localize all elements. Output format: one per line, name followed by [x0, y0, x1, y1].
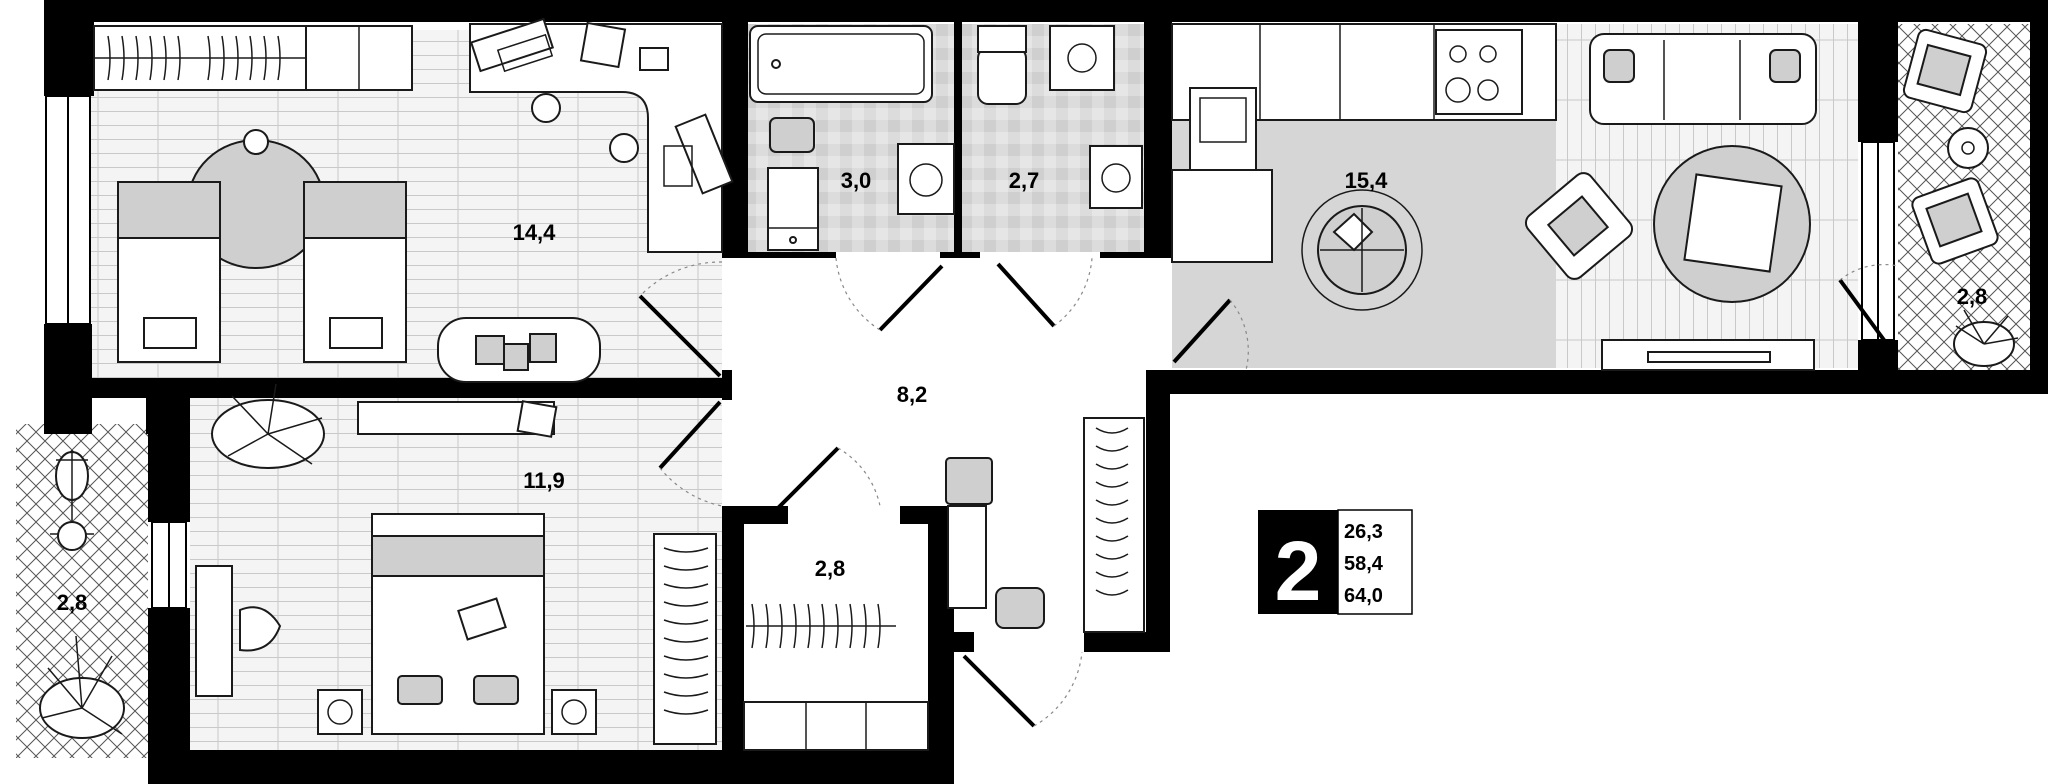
apartment-summary: 2 26,3 58,4 64,0: [1258, 509, 1413, 618]
shelf-icon: [357, 400, 558, 438]
door-swing-icon: [1838, 263, 1899, 342]
furniture: [39, 17, 2019, 751]
dining-table-icon: [1301, 189, 1423, 311]
wardrobe-hanger-icon: [743, 603, 929, 751]
toilet-icon: [977, 25, 1027, 105]
door-swing-icon: [996, 257, 1093, 328]
wall: [1146, 370, 1898, 394]
walls: [44, 0, 2048, 784]
sink-icon: [1089, 145, 1143, 209]
wall: [44, 0, 1194, 22]
armchair-icon: [1524, 172, 1634, 280]
armchair-icon: [1902, 28, 1988, 114]
total-with-balconies-value: 64,0: [1344, 585, 1383, 607]
desk-icon: [469, 17, 734, 253]
washing-machine-icon: [769, 117, 815, 153]
armchair-icon: [1911, 177, 1999, 265]
desk-icon: [195, 565, 282, 697]
wall: [1858, 340, 1898, 394]
door-swing-icon: [658, 400, 723, 507]
area-label-toilet: 2,7: [1009, 168, 1040, 193]
wall: [1100, 252, 1150, 258]
area-label-balcony-right: 2,8: [1957, 284, 1988, 309]
area-label-bedroom-bottom: 11,9: [523, 468, 565, 493]
wall: [954, 632, 974, 652]
wall: [148, 434, 190, 522]
washing-machine-icon: [1049, 25, 1115, 91]
total-area-value: 58,4: [1344, 553, 1384, 575]
wall: [1144, 0, 1172, 258]
wall: [1858, 0, 1898, 142]
wall: [2030, 0, 2048, 394]
rooms-count-badge: [1258, 510, 1338, 614]
bed-icon: [371, 513, 545, 735]
wall: [940, 252, 980, 258]
area-label-wardrobe: 2,8: [815, 556, 846, 581]
wall: [748, 252, 836, 258]
wall: [954, 0, 962, 258]
door-swing-icon: [1172, 298, 1249, 371]
bathtub-icon: [749, 25, 933, 103]
shoe-rack-icon: [1083, 417, 1145, 633]
wall: [722, 506, 788, 524]
exercise-bike-icon: [50, 450, 94, 551]
sink-icon: [1171, 87, 1273, 263]
area-label-balcony-left: 2,8: [57, 590, 88, 615]
sink-icon: [897, 143, 955, 215]
tv-icon: [1601, 339, 1815, 371]
wardrobe-hanger-icon: [93, 25, 413, 91]
wall: [722, 0, 748, 258]
coffee-table-icon: [1653, 145, 1811, 303]
wall: [148, 750, 954, 784]
area-label-hallway: 8,2: [897, 382, 928, 407]
plant-icon: [211, 383, 325, 469]
sofa-icon: [1589, 33, 1817, 125]
rooms-count: 2: [1275, 524, 1322, 618]
door-swing-icon: [835, 257, 944, 332]
bed-icon: [117, 129, 407, 363]
wall: [1146, 370, 1170, 652]
pouf-icon: [945, 457, 993, 609]
wall: [722, 370, 732, 400]
area-labels: 14,4 3,0 2,7 15,4 2,8 8,2 11,9 2,8 2,8: [57, 168, 1988, 615]
sofa-icon: [437, 317, 601, 383]
plant-icon: [39, 635, 125, 739]
area-label-bathroom: 3,0: [841, 168, 872, 193]
wall: [92, 378, 732, 398]
area-label-kitchen-living: 15,4: [1345, 168, 1389, 193]
wall: [1168, 0, 2048, 22]
bag-icon: [995, 587, 1045, 629]
nightstand-icon: [317, 689, 597, 735]
wall: [146, 398, 190, 434]
wall: [722, 506, 744, 784]
wall: [44, 324, 92, 434]
door-swing-icon: [776, 446, 881, 510]
wall: [1084, 632, 1170, 652]
area-label-bedroom-top: 14,4: [513, 220, 557, 245]
wardrobe-hanger-icon: [653, 533, 717, 745]
toilet-icon: [767, 167, 819, 251]
plant-icon: [1953, 309, 2019, 367]
side-table-icon: [1947, 127, 1989, 169]
wall: [44, 0, 92, 96]
door-swing-icon: [962, 651, 1083, 728]
door-swing-icon: [638, 261, 723, 378]
wall: [1898, 370, 2048, 394]
summary-values-box: [1337, 509, 1413, 615]
living-area-value: 26,3: [1344, 521, 1383, 543]
